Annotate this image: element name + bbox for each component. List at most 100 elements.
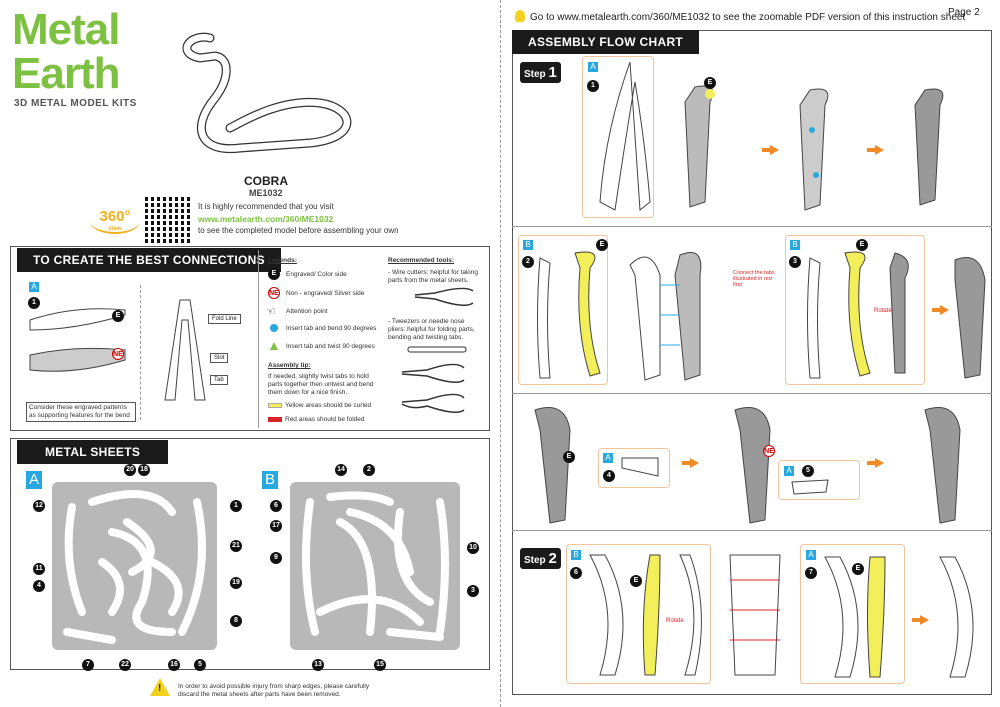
brand-logo-line2: Earth xyxy=(12,49,120,98)
tweezers-icon xyxy=(407,346,467,353)
divider xyxy=(258,250,259,428)
part-number: 12 xyxy=(33,500,45,512)
step-b6-panel xyxy=(566,544,711,684)
step-word: Step xyxy=(524,69,546,80)
part-number: 22 xyxy=(119,659,131,671)
tip-title: Assembly tip: xyxy=(268,362,311,369)
part-number: 1 xyxy=(587,80,599,92)
engraved-marker: E xyxy=(856,239,868,251)
part-label: B xyxy=(571,550,581,560)
tip-text: If needed, slightly twist tabs to hold p… xyxy=(268,373,374,396)
arrow-right-icon xyxy=(682,458,699,468)
wire-cutters-icon xyxy=(414,287,474,306)
engraved-marker: E xyxy=(596,239,608,251)
flow-title: ASSEMBLY FLOW CHART xyxy=(512,30,700,54)
part-number: 18 xyxy=(138,464,150,476)
part-number: 14 xyxy=(335,464,347,476)
step-1-badge: Step 1 xyxy=(520,62,561,83)
engraved-marker: E xyxy=(630,575,642,587)
part-number: 19 xyxy=(230,577,242,589)
arrow-right-icon xyxy=(867,145,884,155)
model-url-link[interactable]: www.metalearth.com/360/ME1032 xyxy=(198,214,334,224)
cobra-assembly-stage xyxy=(954,257,986,379)
part-number: 16 xyxy=(168,659,180,671)
metal-sheets-title: METAL SHEETS xyxy=(17,440,169,464)
part-number: 3 xyxy=(789,256,801,268)
legend-non-engraved: Non - engraved/ Silver side xyxy=(286,290,365,297)
part-number: 8 xyxy=(230,615,242,627)
rotate-label: Rotate xyxy=(874,308,892,314)
fold-diagram xyxy=(164,299,206,401)
part-number: 4 xyxy=(603,470,615,482)
green-triangle-icon xyxy=(270,342,278,350)
cobra-assembly-stage xyxy=(629,252,702,381)
part-number: 2 xyxy=(522,256,534,268)
cobra-assembly-stage xyxy=(729,554,781,676)
part-label-a: A xyxy=(29,282,39,292)
part-number: 13 xyxy=(312,659,324,671)
part-number: 20 xyxy=(124,464,136,476)
engraved-marker: E xyxy=(563,451,575,463)
arrow-right-icon xyxy=(867,458,884,468)
step1-part-panel xyxy=(582,56,654,218)
legends-title: Legends: xyxy=(268,257,297,264)
part-number: 9 xyxy=(270,552,282,564)
model-name: COBRA xyxy=(244,174,288,188)
qr-code[interactable] xyxy=(145,195,193,243)
cobra-part-b xyxy=(537,251,601,379)
part-label: B xyxy=(790,240,800,250)
cobra-assembly-stage xyxy=(924,407,961,524)
arrow-right-icon xyxy=(762,145,779,155)
cobra-part-b3 xyxy=(807,251,909,379)
part-number: 6 xyxy=(570,567,582,579)
arrow-right-icon xyxy=(932,305,949,315)
connect-note: Connect the tabs illustrated in red firs… xyxy=(733,270,775,288)
engraved-note: Consider these engraved patterns as supp… xyxy=(26,402,136,422)
part-number: 10 xyxy=(467,542,479,554)
step-b3-panel xyxy=(785,235,925,385)
blue-dot-icon xyxy=(270,324,278,332)
step-word: Step xyxy=(524,555,546,566)
step-number: 1 xyxy=(548,64,557,81)
cobra-part-flat xyxy=(599,61,651,211)
part-diagram-engraved xyxy=(29,308,126,372)
divider xyxy=(512,226,992,227)
part-label: B xyxy=(523,240,533,250)
cobra-part-b6 xyxy=(589,554,702,676)
brand-logo-line1: Metal xyxy=(12,5,120,54)
model-code: ME1032 xyxy=(249,188,283,198)
page-divider xyxy=(500,0,501,707)
tab-label: Tab xyxy=(210,375,228,385)
metal-sheets-section xyxy=(10,438,490,670)
part-number: 17 xyxy=(270,520,282,532)
pointing-hand-icon: ☜ xyxy=(266,306,276,318)
small-part-4 xyxy=(621,457,659,477)
legend-attention: Attention point xyxy=(286,308,328,315)
part-number: 1 xyxy=(230,500,242,512)
part-number: 2 xyxy=(363,464,375,476)
part-number: 11 xyxy=(33,563,45,575)
part-number: 1 xyxy=(28,297,40,309)
cobra-assembly-stage xyxy=(914,88,944,206)
part-label: A xyxy=(588,62,598,72)
sheet-b xyxy=(290,482,460,650)
engraved-icon: E xyxy=(268,268,280,280)
tools-title: Recommended tools: xyxy=(388,257,455,264)
engraved-marker: E xyxy=(704,77,716,89)
tool-wire-cutters: - Wire cutters: helpful for taking parts… xyxy=(388,269,478,284)
badge-360-text: 360° xyxy=(99,208,131,225)
lightbulb-icon xyxy=(515,10,525,22)
step-number: 2 xyxy=(548,550,557,567)
cobra-illustration xyxy=(182,32,352,154)
part-label: A xyxy=(784,466,794,476)
part-number: 5 xyxy=(802,465,814,477)
legend-bend: Insert tab and bend 90 degrees xyxy=(286,325,377,332)
sheet-a-label: A xyxy=(26,471,42,489)
part-number: 5 xyxy=(194,659,206,671)
cobra-assembly-stage xyxy=(799,88,829,211)
cobra-part-curled xyxy=(684,85,715,208)
legend-twist: Insert tab and twist 90 degrees xyxy=(286,343,375,350)
part-number: 21 xyxy=(230,540,242,552)
needle-nose-pliers-icon xyxy=(401,363,465,413)
yellow-note: Yellow areas should be curled xyxy=(285,402,372,409)
